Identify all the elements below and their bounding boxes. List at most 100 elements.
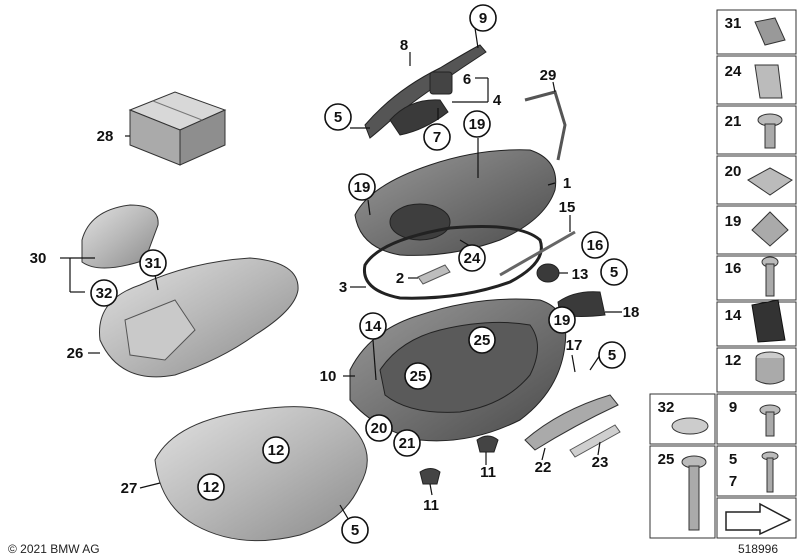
- legend-icon-14: [751, 299, 786, 343]
- label-12a: 12: [268, 442, 285, 459]
- label-27: 27: [121, 480, 138, 497]
- label-22: 22: [535, 459, 552, 476]
- part-28-box: [128, 91, 227, 166]
- part-3-seal: [362, 225, 543, 300]
- part-13-knob: [536, 263, 560, 283]
- legend-icon-16-shank: [765, 263, 775, 297]
- label-ring: [469, 4, 497, 32]
- label-ring: [365, 414, 393, 442]
- label-13: 13: [572, 266, 589, 283]
- legend-icon-20: [747, 167, 793, 196]
- label-32: 32: [96, 285, 113, 302]
- label-19a: 19: [469, 116, 486, 133]
- label-ring: [581, 231, 609, 259]
- legend-icon-24: [754, 64, 783, 99]
- legend-label-20: 20: [725, 163, 742, 180]
- label-14: 14: [365, 318, 382, 335]
- label-19c: 19: [554, 312, 571, 329]
- part-1-lid: [354, 149, 557, 256]
- label-23: 23: [592, 454, 609, 471]
- diagram-number: 518996: [738, 542, 778, 556]
- label-5d: 5: [351, 522, 359, 539]
- label-21: 21: [399, 435, 416, 452]
- legend-cell-24: [716, 55, 797, 105]
- part-10-inner: [379, 321, 538, 413]
- part-11-cap-b: [419, 468, 441, 485]
- label-5a: 5: [334, 109, 342, 126]
- label-ring: [468, 326, 496, 354]
- legend-icon-12-body: [755, 358, 785, 385]
- label-8: 8: [400, 37, 408, 54]
- part-23-rail: [569, 424, 621, 458]
- leader-lines: [60, 27, 622, 523]
- label-ring: [262, 436, 290, 464]
- legend-cell-16: [716, 255, 797, 301]
- legend-label-21: 21: [725, 113, 742, 130]
- part-4-lock: [389, 99, 449, 136]
- label-5b: 5: [610, 264, 618, 281]
- label-11b: 11: [423, 497, 439, 514]
- legend-label-5: 5: [729, 451, 737, 468]
- legend-label-7: 7: [729, 473, 737, 490]
- label-ring: [548, 306, 576, 334]
- label-15: 15: [559, 199, 576, 216]
- label-ring: [359, 312, 387, 340]
- label-26: 26: [67, 345, 84, 362]
- label-20: 20: [371, 420, 388, 437]
- legend-icon-19: [751, 211, 789, 247]
- legend-icon-9-shank: [765, 411, 775, 437]
- legend-cell-9: [716, 393, 797, 445]
- label-ring: [139, 249, 167, 277]
- legend-cell-31: [716, 9, 797, 55]
- part-6-clip: [429, 71, 453, 95]
- label-28: 28: [97, 128, 114, 145]
- label-12b: 12: [203, 479, 220, 496]
- legend-label-32: 32: [658, 399, 675, 416]
- legend-cell-21: [716, 105, 797, 155]
- legend-label-9: 9: [729, 399, 737, 416]
- legend-label-12: 12: [725, 352, 742, 369]
- legend-cell-5-7: [716, 445, 797, 497]
- label-3: 3: [339, 279, 347, 296]
- legend-label-19: 19: [725, 213, 742, 230]
- legend-label-31: 31: [725, 15, 742, 32]
- label-31: 31: [145, 255, 162, 272]
- label-11a: 11: [480, 464, 496, 481]
- legend-grid: 31 24 21 20 19 16 14 12 32 9: [649, 9, 797, 539]
- legend-label-24: 24: [725, 63, 742, 80]
- label-ring: [393, 429, 421, 457]
- label-7: 7: [433, 129, 441, 146]
- label-18: 18: [623, 304, 640, 321]
- part-27-lower-shell: [154, 406, 368, 542]
- label-16: 16: [587, 237, 604, 254]
- part-26-window: [124, 299, 196, 361]
- label-ring: [197, 473, 225, 501]
- label-ring: [348, 173, 376, 201]
- legend-label-16: 16: [725, 260, 742, 277]
- label-25b: 25: [410, 368, 427, 385]
- legend-label-14: 14: [725, 307, 742, 324]
- label-29: 29: [540, 67, 557, 84]
- label-ring: [404, 362, 432, 390]
- label-2: 2: [396, 270, 404, 287]
- legend-icon-32: [671, 417, 709, 435]
- label-ring: [90, 279, 118, 307]
- part-22-handle: [524, 394, 619, 451]
- part-15-rod: [499, 230, 576, 277]
- label-10: 10: [320, 368, 337, 385]
- label-1: 1: [563, 175, 571, 192]
- legend-icon-21-shank: [764, 123, 776, 149]
- part-11-cap-a: [476, 435, 499, 453]
- arrow-icon: [725, 502, 792, 536]
- label-24: 24: [464, 250, 481, 267]
- label-19b: 19: [354, 179, 371, 196]
- label-9: 9: [479, 10, 487, 27]
- part-30-cover: [81, 204, 159, 269]
- legend-icon-31: [754, 17, 786, 46]
- part-26-top-shell: [99, 257, 299, 378]
- label-30: 30: [30, 250, 47, 267]
- label-6: 6: [463, 71, 471, 88]
- label-ring: [458, 244, 486, 272]
